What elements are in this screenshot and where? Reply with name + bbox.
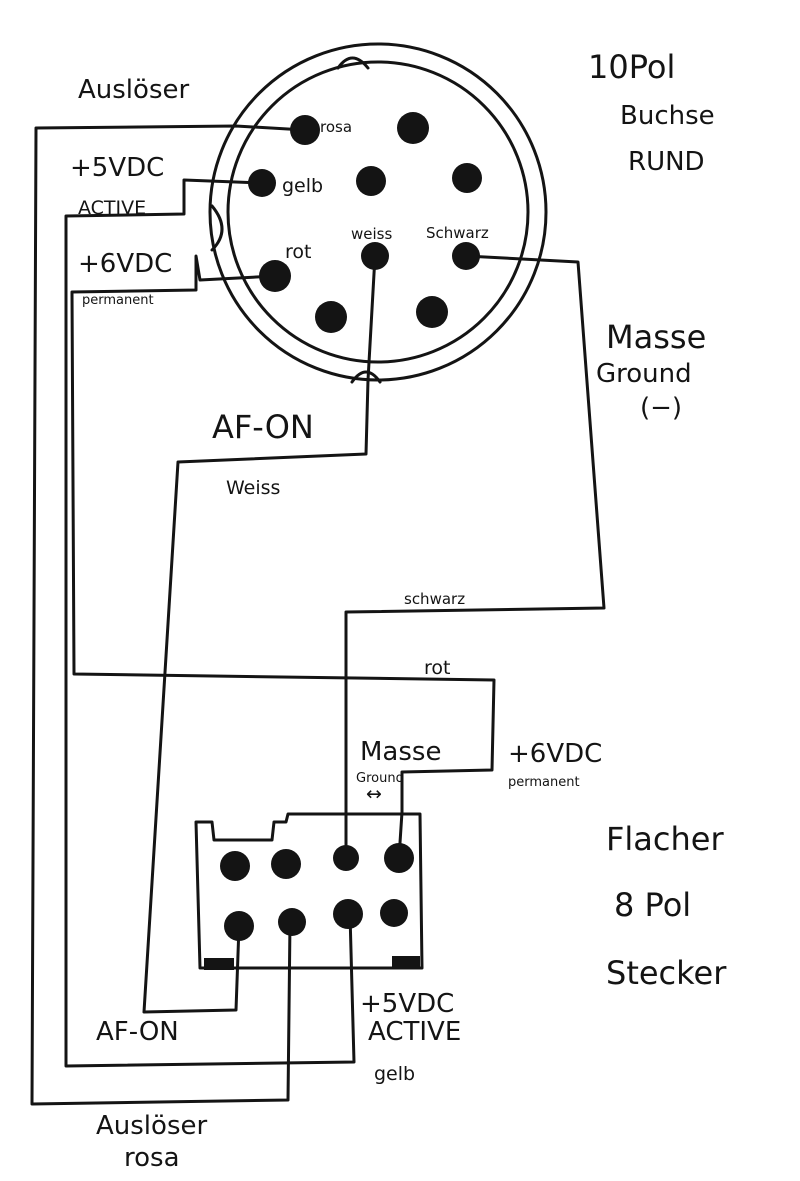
label-plus5-low: +5VDC [360, 989, 454, 1019]
round-pin-right [452, 163, 482, 193]
round-connector-subtitle: Buchse [620, 101, 715, 131]
pin-label-rot: rot [285, 241, 311, 263]
flat-pin-top-1 [220, 851, 250, 881]
round-connector: rosa gelb rot weiss Schwarz [208, 42, 548, 384]
wires [30, 124, 606, 1106]
label-active-top: ACTIVE [78, 197, 146, 219]
round-pin-bottom-right [416, 296, 448, 328]
wire-masse-schwarz [344, 254, 606, 860]
label-masse-top: Masse [606, 318, 706, 356]
flat-connector-subtitle: 8 Pol [614, 886, 691, 924]
flat-connector-type: Stecker [606, 954, 727, 992]
flat-connector-right-foot [392, 956, 420, 968]
label-active-low: ACTIVE [368, 1017, 461, 1047]
round-pin-bottom-left [315, 301, 347, 333]
flat-connector-title: Flacher [606, 820, 724, 858]
flat-connector-left-foot [204, 958, 234, 970]
flat-pin-top-2 [271, 849, 301, 879]
flat-pin-ausloeser [278, 908, 306, 936]
pin-label-weiss: weiss [351, 225, 392, 243]
label-weiss-mid: Weiss [226, 477, 280, 499]
pin-label-gelb: gelb [282, 175, 323, 197]
label-ground-low: Ground [356, 771, 404, 786]
label-gelb-low: gelb [374, 1063, 415, 1085]
labels-middle: AF-ON Weiss schwarz rot [212, 408, 465, 679]
wire-plus5-gelb [64, 178, 356, 1068]
round-connector-type: RUND [628, 147, 705, 177]
pin-label-schwarz: Schwarz [426, 224, 489, 242]
flat-connector-housing [194, 812, 424, 970]
label-rosa-low: rosa [124, 1143, 180, 1173]
label-rot-mid: rot [424, 657, 450, 679]
flat-connector [194, 812, 424, 970]
label-arrow-low: ↔ [366, 783, 382, 805]
label-plus5-top: +5VDC [70, 153, 164, 183]
wire-plus6-rot [70, 254, 496, 860]
label-permanent-low: permanent [508, 775, 580, 790]
label-schwarz-mid: schwarz [404, 590, 465, 608]
flat-pin-plus5 [333, 899, 363, 929]
round-connector-outer-ring [208, 42, 548, 382]
wire-ausloeser-rosa [30, 124, 307, 1106]
labels-lower: Masse Ground ↔ +6VDC permanent Flacher 8… [96, 737, 727, 1173]
flat-pin-bottom-4 [380, 899, 408, 927]
round-connector-top-key [336, 56, 370, 70]
label-minus-top: (−) [640, 393, 682, 423]
pin-label-rosa: rosa [320, 118, 352, 136]
label-permanent-top: permanent [82, 293, 154, 308]
round-connector-title: 10Pol [588, 48, 675, 86]
label-plus6-top: +6VDC [78, 249, 172, 279]
label-plus6-low: +6VDC [508, 739, 602, 769]
wire-afon-weiss [142, 254, 377, 1014]
round-connector-inner-ring [226, 60, 530, 364]
label-ground-top: Ground [596, 359, 692, 389]
round-connector-bottom-key [350, 370, 382, 384]
label-ausloeser-top: Auslöser [78, 75, 189, 105]
label-masse-low: Masse [360, 737, 441, 767]
round-connector-side-key [210, 204, 224, 252]
round-pin-center-top [356, 166, 386, 196]
labels-top: 10Pol Buchse RUND Auslöser +5VDC ACTIVE … [70, 48, 715, 423]
label-afon-mid: AF-ON [212, 408, 314, 446]
label-ausloeser-low: Auslöser [96, 1111, 207, 1141]
label-afon-low: AF-ON [96, 1017, 179, 1047]
round-pin-top-right [397, 112, 429, 144]
